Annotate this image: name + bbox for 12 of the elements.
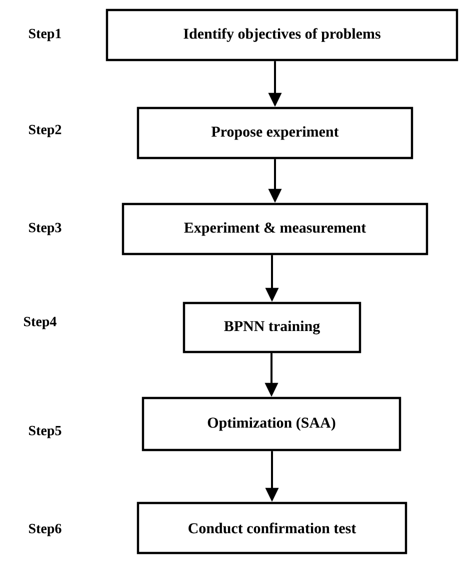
step-label: Step2 (29, 124, 62, 138)
process-box: Propose experiment (136, 106, 414, 160)
process-box: Identify objectives of problems (106, 8, 458, 62)
step-label: Step4 (24, 316, 56, 330)
process-box: Experiment & measurement (122, 202, 428, 256)
process-box: Optimization (SAA) (142, 396, 402, 452)
process-box: BPNN training (182, 302, 362, 354)
process-box: Conduct confirmation test (136, 502, 408, 554)
step-label: Step1 (29, 28, 61, 42)
step-label: Step6 (29, 524, 62, 536)
step-label: Step3 (29, 222, 62, 236)
step-label: Step5 (29, 426, 62, 438)
